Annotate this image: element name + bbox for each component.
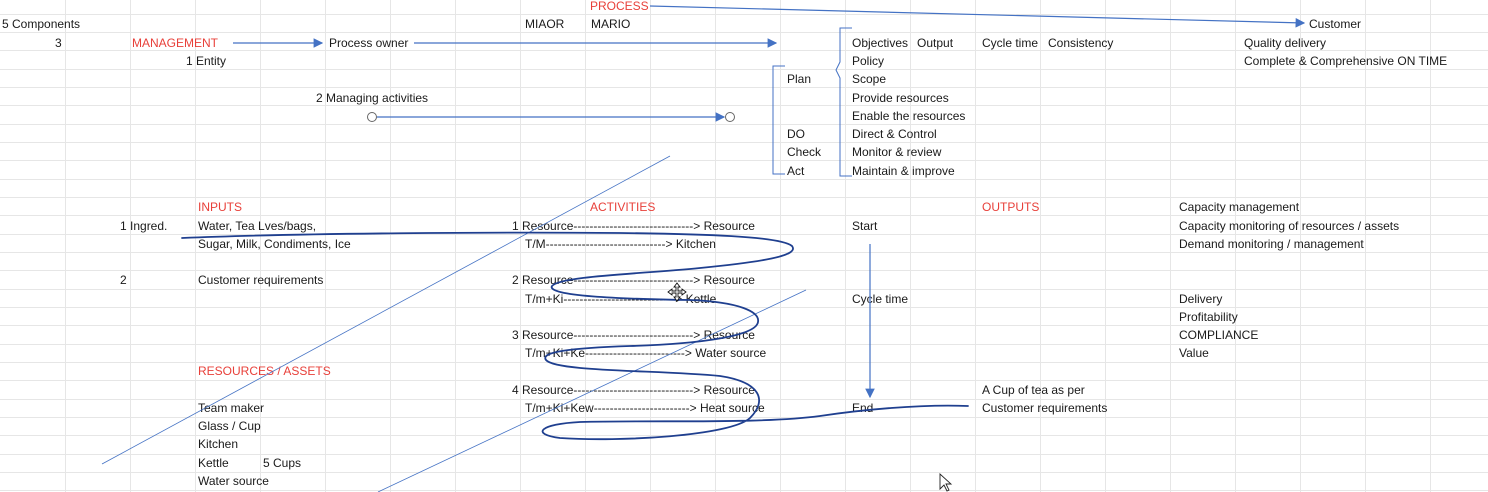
activity-row[interactable]: 2 Resource------------------------------… [512,273,755,287]
activity-sub-row[interactable]: T/m+Ki+Kew------------------------> Heat… [525,401,765,415]
outputs-heading[interactable]: OUTPUTS [982,200,1040,214]
metric-item[interactable]: Delivery [1179,292,1223,306]
resource-item[interactable]: Kettle [198,456,229,470]
input-number-2[interactable]: 2 [120,273,127,287]
customer-label[interactable]: Customer [1309,17,1362,31]
plan-label[interactable]: Plan [787,72,812,86]
miaor-label[interactable]: MIAOR [525,17,565,31]
cycle-time-header[interactable]: Cycle time [982,36,1039,50]
direct-control-label[interactable]: Direct & Control [852,127,937,141]
output-cup-line2[interactable]: Customer requirements [982,401,1108,415]
activity-sub-row[interactable]: T/M------------------------------> Kitch… [525,237,716,251]
process-heading[interactable]: PROCESS [590,0,649,13]
activity-row[interactable]: 4 Resource------------------------------… [512,383,755,397]
customer-requirements-input[interactable]: Customer requirements [198,273,324,287]
kettle-capacity[interactable]: 5 Cups [263,456,302,470]
capacity-item[interactable]: Capacity monitoring of resources / asset… [1179,219,1400,233]
output-label[interactable]: Output [917,36,954,50]
activity-row[interactable]: 1 Resource------------------------------… [512,219,755,233]
output-cup-line1[interactable]: A Cup of tea as per [982,383,1085,397]
activity-sub-row[interactable]: T/m+Ki----------------------------> Kett… [525,292,717,306]
enable-resources-label[interactable]: Enable the resources [852,109,966,123]
maintain-improve-label[interactable]: Maintain & improve [852,164,955,178]
capacity-item[interactable]: Capacity management [1179,200,1300,214]
objectives-label[interactable]: Objectives [852,36,909,50]
cycle-time-label[interactable]: Cycle time [852,292,909,306]
consistency-label[interactable]: Consistency [1048,36,1114,50]
policy-label[interactable]: Policy [852,54,885,68]
resources-heading[interactable]: RESOURCES / ASSETS [198,364,331,378]
quality-delivery-label[interactable]: Quality delivery [1244,36,1327,50]
resource-item[interactable]: Glass / Cup [198,419,261,433]
do-label[interactable]: DO [787,127,805,141]
act-label[interactable]: Act [787,164,805,178]
inputs-heading[interactable]: INPUTS [198,200,243,214]
activities-heading[interactable]: ACTIVITIES [590,200,656,214]
metric-item[interactable]: Value [1179,346,1209,360]
check-label[interactable]: Check [787,145,822,159]
provide-resources-label[interactable]: Provide resources [852,91,949,105]
metric-item[interactable]: Profitability [1179,310,1238,324]
complete-on-time-label[interactable]: Complete & Comprehensive ON TIME [1244,54,1448,68]
managing-activities-label[interactable]: 2 Managing activities [316,91,429,105]
process-owner-label[interactable]: Process owner [329,36,409,50]
management-number[interactable]: 3 [55,36,62,50]
ingredients-number[interactable]: 1 Ingred. [120,219,168,233]
scope-label[interactable]: Scope [852,72,887,86]
metric-item[interactable]: COMPLIANCE [1179,328,1259,342]
entity-label[interactable]: 1 Entity [186,54,227,68]
activity-sub-row[interactable]: T/m+Ki+Ke-------------------------> Wate… [525,346,767,360]
activity-row[interactable]: 3 Resource------------------------------… [512,328,755,342]
five-components-label[interactable]: 5 Components [2,17,81,31]
resource-item[interactable]: Water source [198,474,269,488]
start-label[interactable]: Start [852,219,878,233]
resource-item[interactable]: Kitchen [198,437,239,451]
management-heading[interactable]: MANAGEMENT [132,36,219,50]
ingredients-line2[interactable]: Sugar, Milk, Condiments, Ice [198,237,351,251]
end-label[interactable]: End [852,401,874,415]
resource-item[interactable]: Team maker [198,401,265,415]
ingredients-line1[interactable]: Water, Tea Lves/bags, [198,219,317,233]
mario-label[interactable]: MARIO [591,17,631,31]
capacity-item[interactable]: Demand monitoring / management [1179,237,1364,251]
monitor-review-label[interactable]: Monitor & review [852,145,942,159]
